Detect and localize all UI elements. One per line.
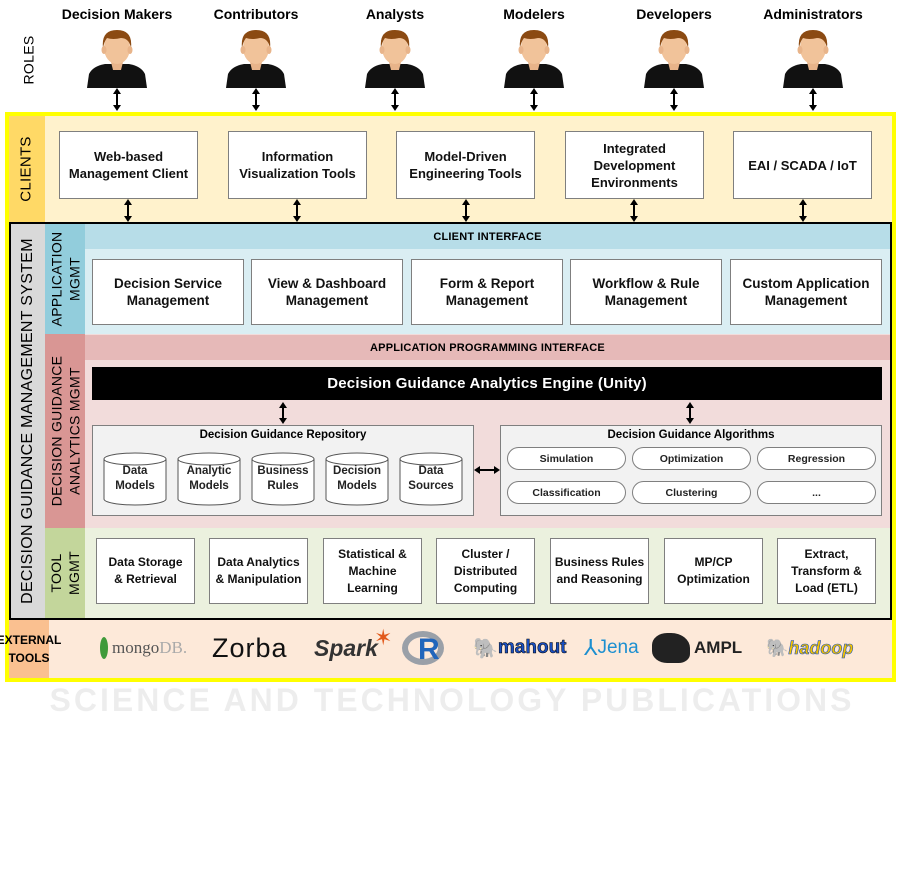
- role-label: Contributors: [213, 6, 299, 22]
- api-bar: APPLICATION PROGRAMMING INTERFACE: [85, 335, 890, 360]
- algorithm-pill: ...: [757, 481, 876, 504]
- role-label: Analysts: [365, 6, 425, 22]
- database-cylinder: Business Rules: [251, 452, 315, 506]
- bidirectional-arrow: [799, 199, 807, 222]
- tool-box: Statistical & Machine Learning: [323, 538, 422, 604]
- repository-title: Decision Guidance Repository: [199, 429, 367, 441]
- cylinder-label: Decision Models: [333, 465, 381, 492]
- role-label: Administrators: [763, 6, 863, 22]
- bidirectional-arrow: [252, 88, 260, 111]
- clients-section-label: CLIENTS: [9, 116, 45, 222]
- algorithm-pill: Regression: [757, 447, 876, 470]
- client-box: EAI / SCADA / IoT: [733, 131, 872, 199]
- cylinder-label: Data Models: [115, 465, 155, 492]
- person-icon: [642, 26, 706, 88]
- application-mgmt-box: Custom Application Management: [730, 259, 882, 325]
- external-tools-label: EXTERNAL TOOLS: [0, 620, 61, 678]
- client-box: Model-Driven Engineering Tools: [396, 131, 535, 199]
- person-icon: [502, 26, 566, 88]
- person-icon: [85, 26, 149, 88]
- person-icon: [363, 26, 427, 88]
- bidirectional-arrow: [124, 199, 132, 222]
- algorithms-title: Decision Guidance Algorithms: [607, 429, 775, 441]
- tool-mgmt-label: TOOL MGMT: [45, 528, 85, 618]
- hadoop-logo: 🐘hadoop: [766, 637, 854, 658]
- role-label: Decision Makers: [61, 6, 173, 22]
- role-label: Modelers: [503, 6, 565, 22]
- client-box: Integrated Development Environments: [565, 131, 704, 199]
- zorba-logo: Zorba: [212, 632, 288, 663]
- database-cylinder: Data Models: [103, 452, 167, 506]
- bidirectional-arrow: [279, 402, 287, 424]
- algorithm-pill: Classification: [507, 481, 626, 504]
- application-mgmt-box: Decision Service Management: [92, 259, 244, 325]
- analytics-engine: Decision Guidance Analytics Engine (Unit…: [92, 367, 882, 400]
- tool-box: Extract, Transform & Load (ETL): [777, 538, 876, 604]
- tool-box: Data Analytics & Manipulation: [209, 538, 308, 604]
- jena-logo: ⅄Jena: [584, 635, 639, 660]
- bidirectional-arrow: [630, 199, 638, 222]
- external-tools-band: [9, 620, 892, 678]
- bidirectional-arrow: [670, 88, 678, 111]
- tool-box: Cluster / Distributed Computing: [436, 538, 535, 604]
- bidirectional-arrow: [474, 466, 500, 474]
- mahout-logo: 🐘mahout: [473, 637, 567, 660]
- person-icon: [224, 26, 288, 88]
- client-box: Web-based Management Client: [59, 131, 198, 199]
- bidirectional-arrow: [113, 88, 121, 111]
- database-cylinder: Decision Models: [325, 452, 389, 506]
- algorithm-pill: Clustering: [632, 481, 751, 504]
- bidirectional-arrow: [462, 199, 470, 222]
- bidirectional-arrow: [293, 199, 301, 222]
- person-icon: [781, 26, 845, 88]
- bidirectional-arrow: [530, 88, 538, 111]
- bidirectional-arrow: [391, 88, 399, 111]
- tool-box: MP/CP Optimization: [664, 538, 763, 604]
- application-mgmt-box: Workflow & Rule Management: [570, 259, 722, 325]
- bidirectional-arrow: [809, 88, 817, 111]
- client-box: Information Visualization Tools: [228, 131, 367, 199]
- role-label: Developers: [636, 6, 712, 22]
- analytics-mgmt-label: DECISION GUIDANCE ANALYTICS MGMT: [45, 334, 85, 528]
- cylinder-label: Data Sources: [408, 465, 454, 492]
- algorithm-pill: Optimization: [632, 447, 751, 470]
- bidirectional-arrow: [686, 402, 694, 424]
- cylinder-label: Analytic Models: [186, 465, 232, 492]
- algorithm-pill: Simulation: [507, 447, 626, 470]
- application-mgmt-label: APPLICATION MGMT: [45, 224, 85, 334]
- tool-box: Data Storage & Retrieval: [96, 538, 195, 604]
- database-cylinder: Data Sources: [399, 452, 463, 506]
- application-mgmt-box: View & Dashboard Management: [251, 259, 403, 325]
- database-cylinder: Analytic Models: [177, 452, 241, 506]
- ampl-logo: AMPL: [652, 630, 742, 666]
- r-logo: R: [402, 630, 444, 666]
- tool-box: Business Rules and Reasoning: [550, 538, 649, 604]
- application-mgmt-box: Form & Report Management: [411, 259, 563, 325]
- client-interface-bar: CLIENT INTERFACE: [85, 224, 890, 249]
- spark-logo: Spark✶: [314, 625, 393, 661]
- cylinder-label: Business Rules: [257, 465, 309, 492]
